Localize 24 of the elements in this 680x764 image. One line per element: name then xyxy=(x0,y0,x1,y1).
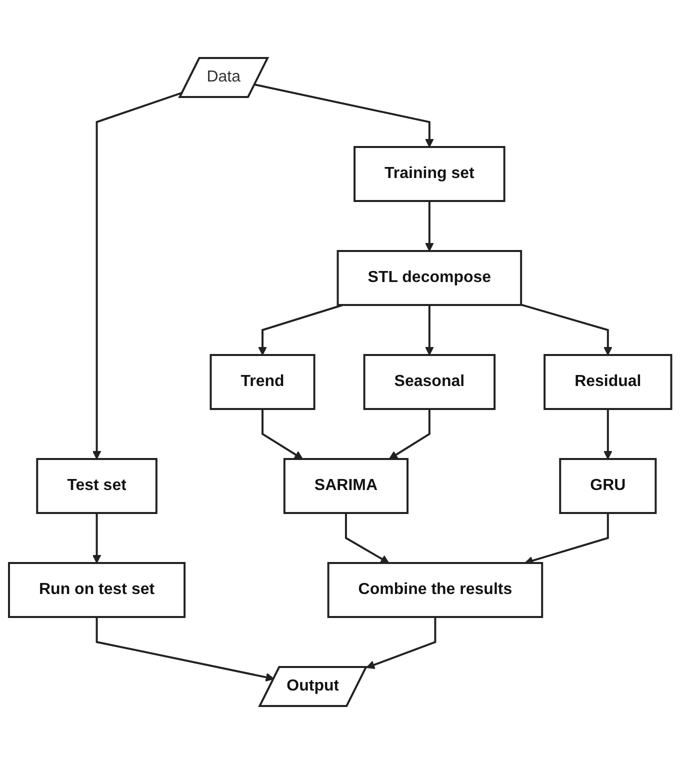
arrow xyxy=(258,304,343,356)
node-box: Training set xyxy=(353,146,506,202)
node-box: Trend xyxy=(210,354,316,410)
arrow xyxy=(92,513,102,564)
arrow xyxy=(603,409,612,460)
node-box: Combine the results xyxy=(327,562,543,618)
arrow xyxy=(424,305,434,356)
arrow xyxy=(96,617,274,682)
node-box: Seasonal xyxy=(363,354,496,410)
node-box: GRU xyxy=(559,458,657,514)
arrow xyxy=(520,304,612,356)
node-box: Test set xyxy=(36,458,158,514)
node-box: STL decompose xyxy=(336,250,522,306)
arrow xyxy=(424,201,434,252)
arrow xyxy=(261,409,303,460)
arrow xyxy=(366,617,436,670)
arrow xyxy=(388,409,430,460)
arrow xyxy=(524,513,609,565)
arrow xyxy=(92,92,183,460)
node-box: SARIMA xyxy=(283,458,408,514)
node-box: Run on test set xyxy=(8,562,186,618)
arrow xyxy=(254,84,434,148)
arrow xyxy=(344,513,390,564)
node-box: Residual xyxy=(543,354,672,410)
